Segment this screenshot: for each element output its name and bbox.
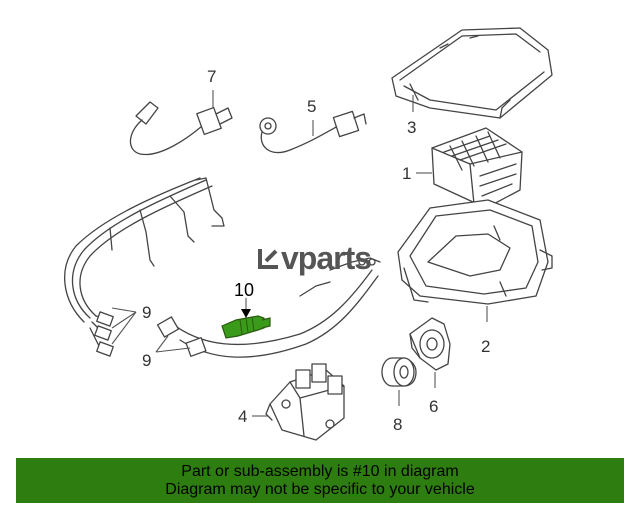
banner-line-1: Part or sub-assembly is #10 in diagram xyxy=(181,462,459,480)
callout-2: 2 xyxy=(481,337,490,356)
callout-6: 6 xyxy=(429,397,438,416)
part-2-housing-tray[interactable] xyxy=(397,199,553,305)
part-9-ignition-wire-set[interactable] xyxy=(64,177,381,358)
part-8-bushing[interactable] xyxy=(381,357,417,387)
part-5-knock-sensor[interactable] xyxy=(259,110,367,154)
vparts-logo-mark-icon xyxy=(258,249,278,269)
callout-9-lower: 9 xyxy=(142,351,151,370)
callout-3: 3 xyxy=(407,118,416,137)
part-4-ignition-coil-pack[interactable] xyxy=(265,363,345,441)
callout-8: 8 xyxy=(393,415,402,434)
banner-line-2: Diagram may not be specific to your vehi… xyxy=(165,480,475,498)
callout-9-upper: 9 xyxy=(142,303,151,322)
part-1-control-module[interactable] xyxy=(431,127,523,209)
vparts-logo-text: vparts xyxy=(281,240,372,276)
parts-diagram: 3 1 2 7 5 xyxy=(64,27,553,441)
callout-4: 4 xyxy=(238,407,247,426)
callout-1: 1 xyxy=(402,164,411,183)
callout-7: 7 xyxy=(207,67,216,86)
vparts-logo: vparts xyxy=(258,240,372,276)
callout-10: 10 xyxy=(234,280,254,300)
part-10-spark-plug[interactable] xyxy=(221,315,271,339)
part-7-sensor[interactable] xyxy=(129,101,233,156)
part-3-module-cover[interactable] xyxy=(391,27,553,119)
callout-5: 5 xyxy=(307,97,316,116)
part-6-mount-bracket[interactable] xyxy=(409,317,451,371)
disclaimer-banner: Part or sub-assembly is #10 in diagram D… xyxy=(16,458,624,503)
